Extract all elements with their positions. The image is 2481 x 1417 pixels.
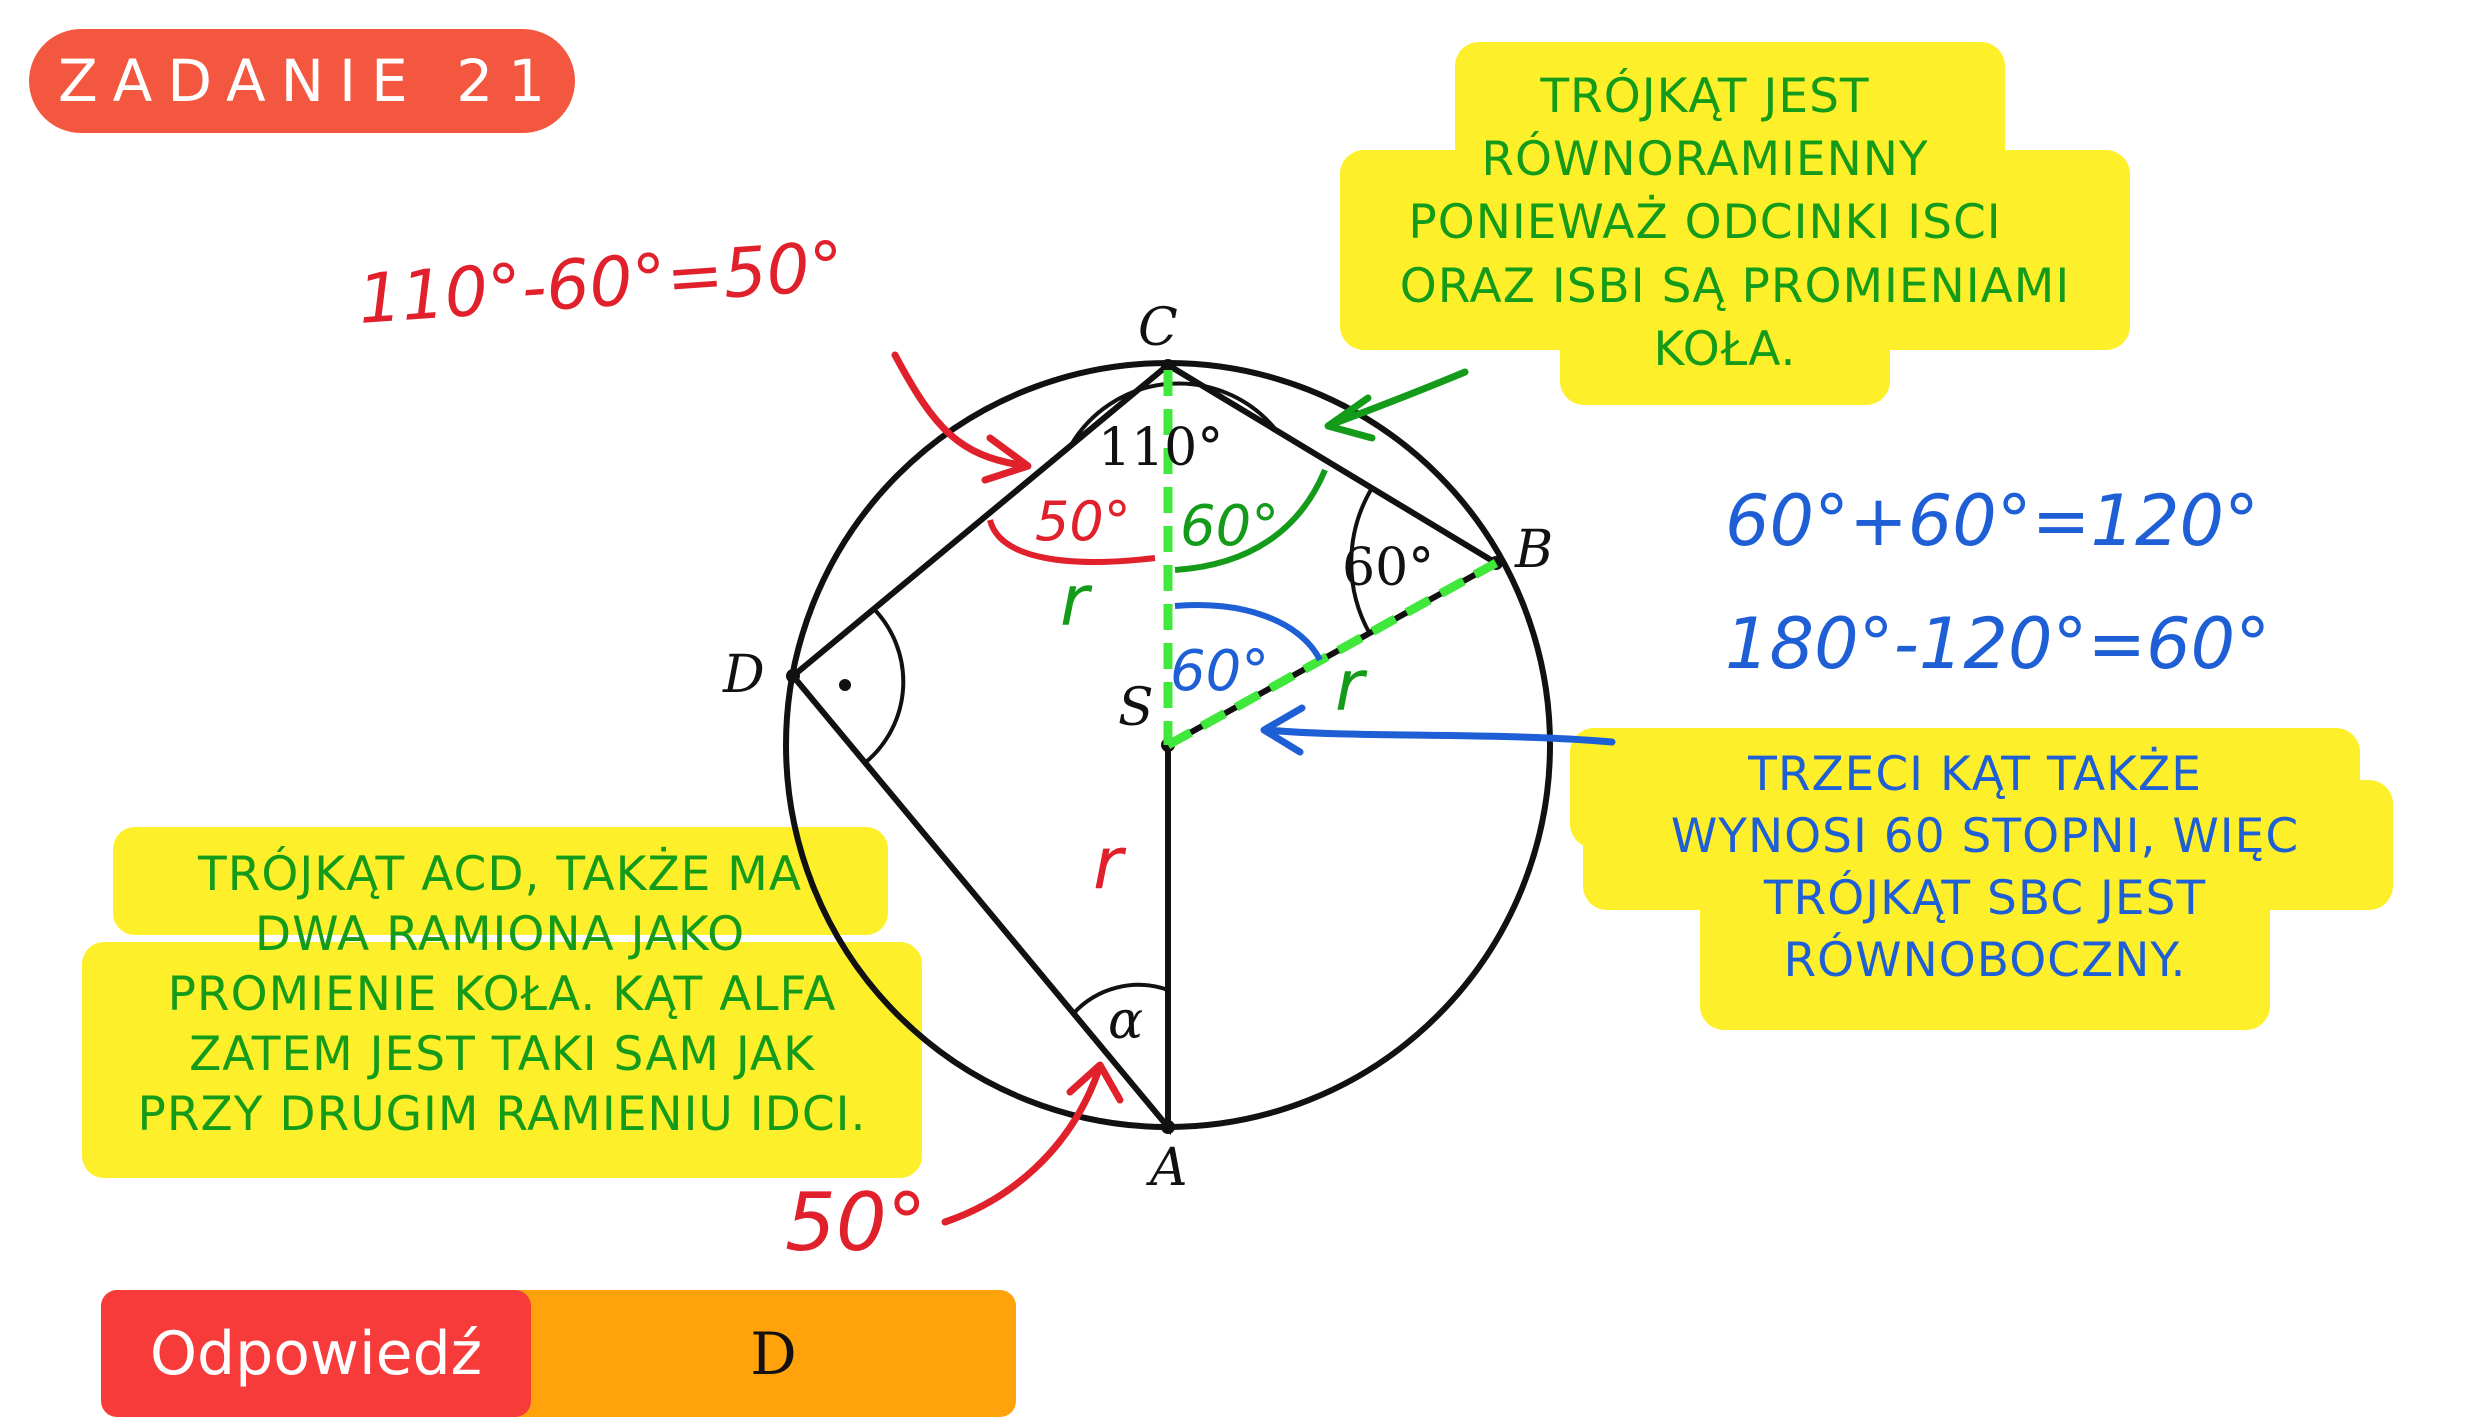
note-left-bg <box>82 827 922 1178</box>
note-left: TRÓJKĄT ACD, TAKŻE MA DWA RAMIONA JAKO P… <box>138 847 867 1142</box>
label-c: C <box>1138 298 1178 358</box>
vertex-c-dot <box>1161 359 1175 373</box>
note-left-line: ZATEM JEST TAKI SAM JAK <box>189 1027 815 1082</box>
angle-a-label: α <box>1108 991 1143 1051</box>
formula-blue-1: 60°+60°=120° <box>1725 480 2259 562</box>
label-a: A <box>1146 1138 1188 1198</box>
note-right-bg <box>1570 728 2393 1030</box>
note-top-line: TRÓJKĄT JEST <box>1539 69 1869 124</box>
radius-sb-dashed <box>1165 559 1499 749</box>
note-right-line: WYNOSI 60 STOPNI, WIĘC <box>1671 809 2299 864</box>
task-badge: ZADANIE 21 <box>29 29 575 133</box>
note-right-line: RÓWNOBOCZNY. <box>1784 933 2187 988</box>
radius-green-left: r <box>1060 560 1093 642</box>
arrow-green <box>1326 368 1469 429</box>
note-right-line: TRÓJKĄT SBC JEST <box>1763 871 2206 926</box>
note-right: TRZECI KĄT TAKŻE WYNOSI 60 STOPNI, WIĘC … <box>1671 747 2299 988</box>
angle-b-arc <box>1349 486 1374 635</box>
arc-red-50 <box>987 519 1156 565</box>
arc-blue-60 <box>1174 602 1323 662</box>
answer-label: Odpowiedź <box>101 1290 531 1417</box>
answer-bar: Odpowiedź D <box>101 1290 1016 1417</box>
formula-red: 110°-60°=50° <box>356 227 847 340</box>
note-top-line: RÓWNORAMIENNY <box>1481 132 1928 187</box>
vertex-d-dot <box>786 669 800 683</box>
note-left-line: DWA RAMIONA JAKO <box>255 907 745 962</box>
arrow-blue <box>1264 726 1616 746</box>
label-s: S <box>1118 678 1154 738</box>
quadrilateral <box>788 362 1502 1136</box>
arc-green-60 <box>1174 468 1328 573</box>
note-top-line: KOŁA. <box>1654 322 1797 377</box>
right-angle-dot <box>839 679 851 691</box>
note-top-line: PONIEWAŻ ODCINKI ISCI <box>1408 195 2001 250</box>
angle-green-60: 60° <box>1180 494 1279 559</box>
angle-d-arc <box>864 607 906 764</box>
note-top: TRÓJKĄT JEST RÓWNORAMIENNY PONIEWAŻ ODCI… <box>1400 69 2070 377</box>
arrow-red-bottom <box>941 1068 1102 1226</box>
angle-c-label: 110° <box>1098 418 1223 478</box>
note-left-line: PRZY DRUGIM RAMIENIU IDCI. <box>138 1087 867 1142</box>
label-d: D <box>722 645 765 705</box>
note-left-line: PROMIENIE KOŁA. KĄT ALFA <box>168 967 837 1022</box>
angle-b-label: 60° <box>1342 538 1434 598</box>
radius-green-right: r <box>1335 645 1368 727</box>
angle-a-arc <box>1071 982 1169 1016</box>
task-title: ZADANIE 21 <box>57 47 561 115</box>
answer-value: D <box>750 1319 797 1388</box>
note-right-line: TRZECI KĄT TAKŻE <box>1747 747 2202 802</box>
angle-blue-60: 60° <box>1170 639 1269 704</box>
answer-alpha-red: 50° <box>785 1176 927 1269</box>
angle-red-50: 50° <box>1035 490 1131 553</box>
radius-red-label: r <box>1093 821 1127 905</box>
note-top-line: ORAZ ISBI SĄ PROMIENIAMI <box>1400 259 2070 314</box>
note-top-bg <box>1340 42 2130 405</box>
arrow-red-top <box>891 351 1024 469</box>
label-b: B <box>1514 520 1553 580</box>
note-left-line: TRÓJKĄT ACD, TAKŻE MA <box>197 847 802 902</box>
vertex-a-dot <box>1161 1120 1175 1134</box>
formula-blue-2: 180°-120°=60° <box>1725 603 2270 685</box>
